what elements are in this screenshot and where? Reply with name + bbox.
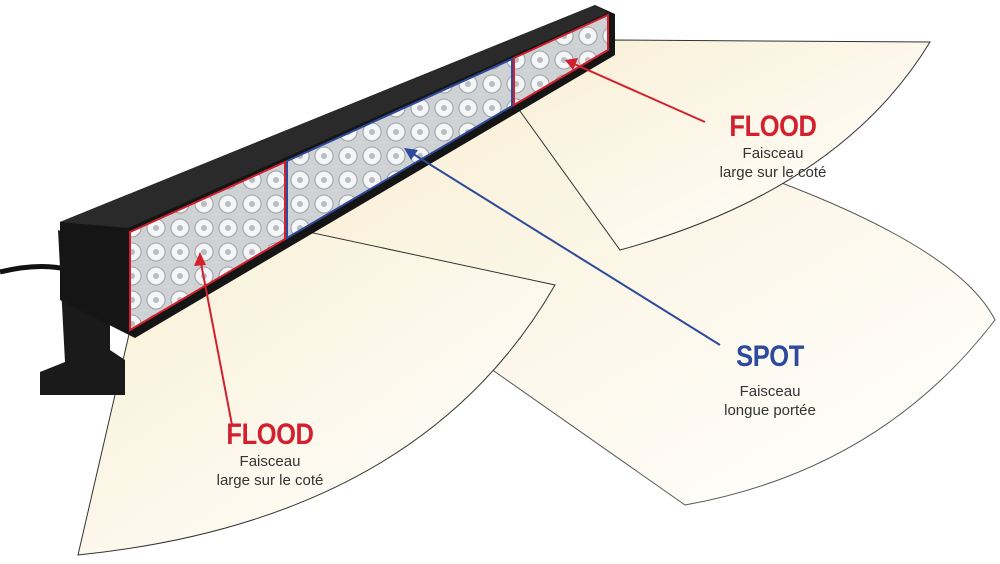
- flood-left-title: FLOOD: [226, 418, 314, 451]
- power-cable: [0, 263, 71, 275]
- flood-beam-right: [511, 39, 931, 251]
- spot-line2: longue portée: [724, 402, 816, 419]
- spot-led-section: [286, 57, 513, 240]
- flood-right-line1: Faisceau: [742, 145, 804, 162]
- flood-left-line1: Faisceau: [239, 453, 301, 470]
- flood-beam-left: [77, 227, 556, 556]
- spot-title: SPOT: [736, 340, 804, 373]
- flood-led-section-right: [513, 13, 609, 107]
- flood-right-title: FLOOD: [729, 110, 817, 143]
- flood-left-line2: large sur le coté: [216, 472, 324, 489]
- flood-right-label: FLOOD Faisceau large sur le coté: [720, 110, 827, 182]
- flood-right-pointer: [571, 62, 706, 123]
- spot-line1: Faisceau: [739, 383, 801, 400]
- spot-label: SPOT Faisceau longue portée: [724, 340, 816, 420]
- flood-right-line2: large sur le coté: [719, 164, 827, 181]
- flood-left-label: FLOOD Faisceau large sur le coté: [217, 418, 324, 490]
- flood-led-section-left: [129, 160, 286, 332]
- spot-pointer: [409, 151, 721, 346]
- flood-left-pointer: [199, 257, 233, 426]
